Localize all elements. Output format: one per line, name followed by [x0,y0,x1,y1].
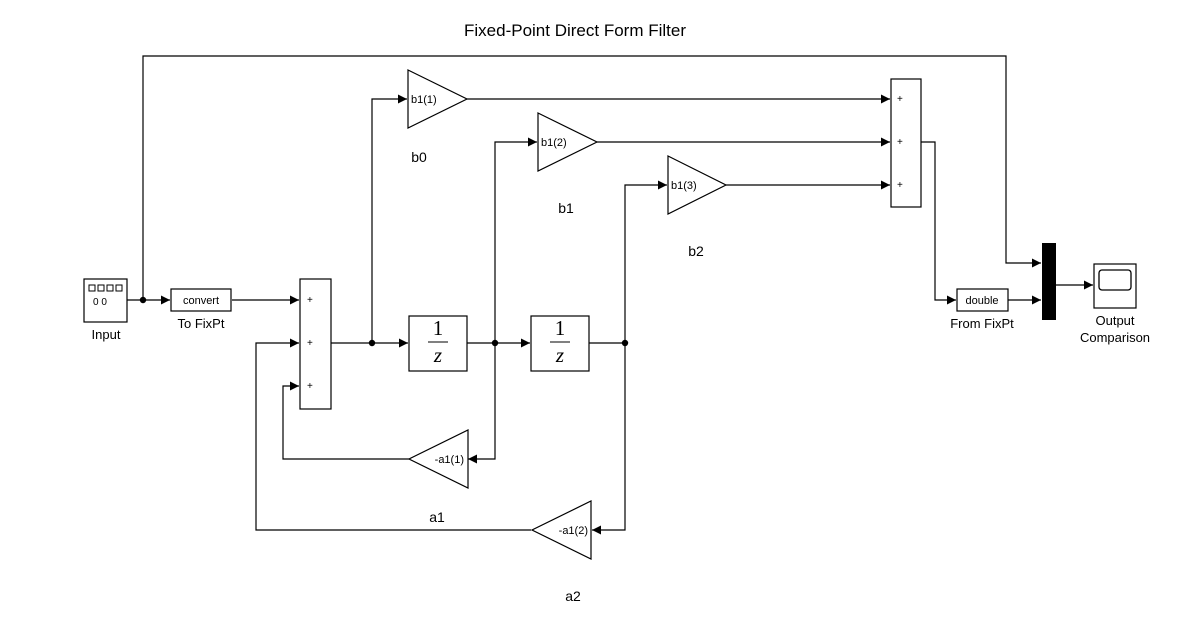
wire-to-gain-b1-2[interactable] [494,137,537,343]
annotation-b1: b1 [558,200,574,216]
mux-block[interactable] [1042,243,1056,320]
wire-gain-a1-2-to-sum[interactable] [255,338,531,531]
gain-block-a1-1[interactable]: -a1(1) [407,429,469,489]
diagram-title: Fixed-Point Direct Form Filter [464,21,686,40]
gain-block-b1-3[interactable]: b1(3) [667,155,728,215]
wire-to-gain-b1-3[interactable] [624,180,667,343]
sum-sign: + [307,381,313,392]
delay-numerator: 1 [433,316,444,340]
branch-points [139,296,629,347]
gain-block-text: b1(3) [671,180,697,192]
unit-delay-block-2[interactable]: 1 z [530,315,590,372]
input-block-label: Input [92,327,121,342]
input-display-value: 0 0 [93,297,107,308]
signal-wires [127,55,1093,535]
branch-point [368,339,376,347]
wire-to-gain-a1-2[interactable] [592,343,626,535]
from-fixpt-block[interactable]: double [956,288,1009,312]
sum-block-input[interactable]: + + + [299,278,332,410]
sum-sign: + [307,338,313,349]
gain-block-b1-2[interactable]: b1(2) [537,112,599,172]
input-icon [115,284,123,292]
annotation-a2: a2 [565,588,581,604]
sum-sign: + [307,295,313,306]
to-fixpt-block[interactable]: convert [170,288,232,312]
sum-sign: + [897,137,903,148]
branch-point [491,339,499,347]
branch-point [139,296,147,304]
from-fixpt-block-text: double [965,295,998,307]
sum-block-output[interactable]: + + + [890,78,922,208]
gain-block-text: -a1(1) [435,454,464,466]
unit-delay-block-1[interactable]: 1 z [408,315,468,372]
scope-block[interactable] [1093,263,1137,309]
gain-block-text: -a1(2) [559,525,588,537]
wire-input-to-mux[interactable] [142,55,1041,300]
delay-denominator: z [433,343,442,367]
wire-gain-a1-1-to-sum[interactable] [282,381,409,460]
delay-numerator: 1 [555,316,566,340]
input-icon [88,284,96,292]
delay-denominator: z [555,343,564,367]
to-fixpt-block-label: To FixPt [178,316,225,331]
from-fixpt-block-label: From FixPt [950,316,1014,331]
gain-block-text: b1(1) [411,94,437,106]
branch-point [621,339,629,347]
sum-sign: + [897,94,903,105]
wire-to-gain-b1-1[interactable] [371,94,407,343]
wire-sumout-to-double[interactable] [921,141,956,305]
annotation-b0: b0 [411,149,427,165]
input-icon [97,284,105,292]
gain-block-b1-1[interactable]: b1(1) [407,69,469,129]
scope-icon [1098,269,1132,291]
input-icon [106,284,114,292]
annotation-a1: a1 [429,509,445,525]
input-block[interactable]: 0 0 [83,278,128,323]
to-fixpt-block-text: convert [183,295,219,307]
annotation-b2: b2 [688,243,704,259]
wire-to-gain-a1-1[interactable] [468,343,496,464]
gain-block-text: b1(2) [541,137,567,149]
scope-block-label: Output [1095,313,1134,328]
scope-block-label: Comparison [1080,330,1150,345]
gain-block-a1-2[interactable]: -a1(2) [530,500,592,560]
sum-sign: + [897,180,903,191]
